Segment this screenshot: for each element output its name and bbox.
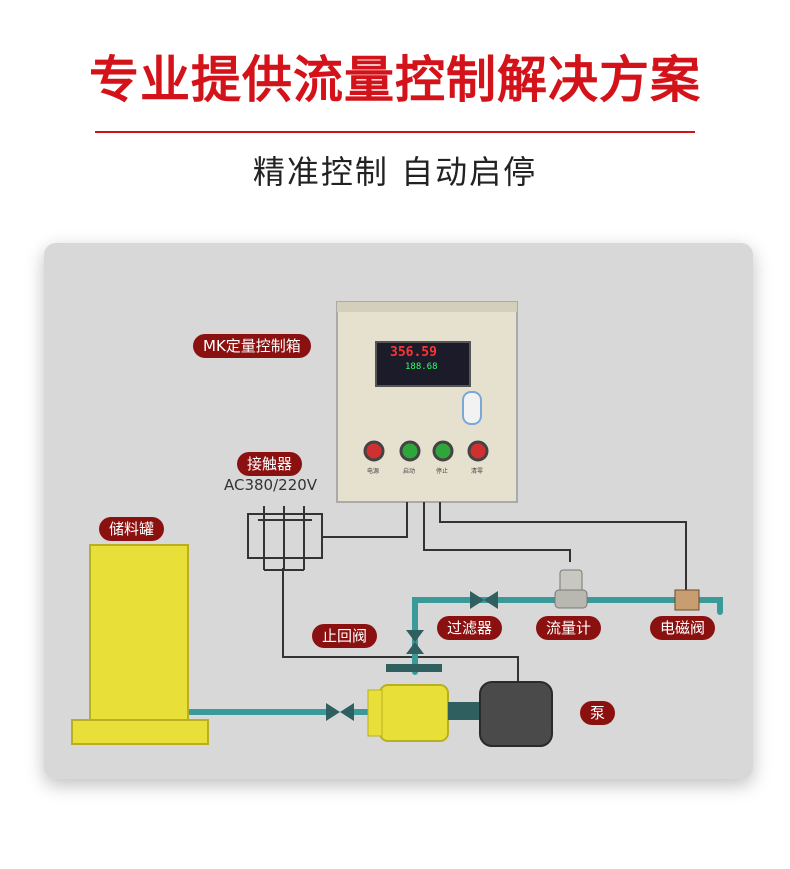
tank-base: [71, 719, 209, 745]
display-readout-main: 356.59: [390, 345, 437, 360]
page-subtitle: 精准控制 自动启停: [252, 153, 538, 191]
storage-tank: [89, 544, 189, 722]
controller-display: [375, 341, 471, 387]
start-button-label: 启动: [403, 468, 416, 475]
inline-valve-icon: [326, 703, 354, 721]
label-tank: 储料罐: [99, 517, 165, 541]
stop-button: [432, 440, 454, 462]
control-box: [336, 301, 518, 503]
page-title: 专业提供流量控制解决方案: [89, 51, 701, 109]
display-readout-secondary: 188.68: [405, 362, 438, 372]
pump-base-plate: [386, 664, 442, 672]
label-pump: 泵: [580, 701, 616, 725]
contactor-symbol: [247, 506, 323, 571]
reset-button: [467, 440, 489, 462]
stop-button-label: 停止: [436, 468, 449, 475]
label-control-box: MK定量控制箱: [193, 334, 311, 358]
power-button-label: 电源: [367, 468, 380, 475]
control-box-lid: [337, 302, 517, 312]
label-check-valve: 止回阀: [312, 624, 378, 648]
label-filter: 过滤器: [437, 616, 503, 640]
label-flowmeter: 流量计: [536, 616, 602, 640]
solenoid-valve-icon: [674, 589, 700, 611]
pump-flange: [367, 689, 383, 737]
title-divider: [95, 131, 695, 133]
power-button: [363, 440, 385, 462]
label-solenoid-valve: 电磁阀: [650, 616, 716, 640]
start-button: [399, 440, 421, 462]
box-handle: [462, 391, 482, 425]
flowmeter-icon: [554, 569, 588, 609]
wiring: [282, 502, 687, 690]
pump-motor: [479, 681, 553, 747]
pump-coupling: [448, 702, 484, 720]
filter-icon: [470, 591, 498, 609]
label-voltage: AC380/220V: [224, 476, 318, 494]
check-valve-icon: [406, 630, 424, 654]
pump-body: [379, 684, 449, 742]
reset-button-label: 清零: [471, 468, 484, 475]
label-contactor: 接触器: [237, 452, 303, 476]
